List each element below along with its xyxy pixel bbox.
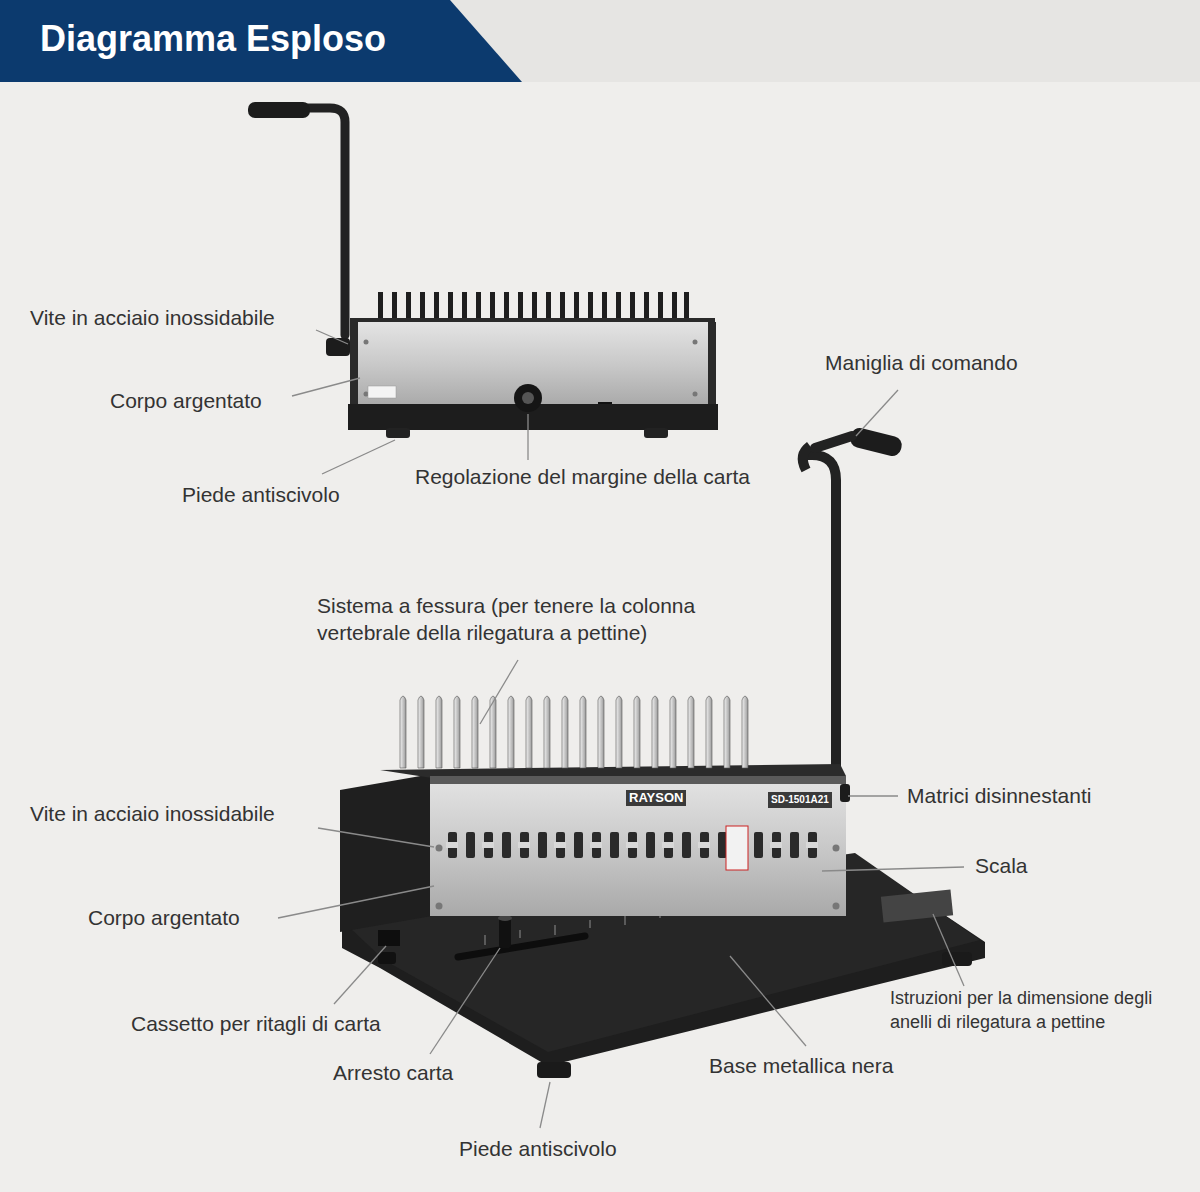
part-label: Arresto carta	[333, 1059, 453, 1086]
part-label: Matrici disinnestanti	[907, 782, 1091, 809]
title-banner-text: Diagramma Esploso	[40, 18, 386, 60]
part-label: Scala	[975, 852, 1028, 879]
part-label: Regolazione del margine della carta	[415, 463, 750, 490]
part-label: Vite in acciaio inossidabile	[30, 304, 275, 331]
part-label: Vite in acciaio inossidabile	[30, 800, 275, 827]
part-label: Cassetto per ritagli di carta	[131, 1010, 381, 1037]
brand-plate-text: SD-1501A21	[768, 792, 832, 808]
part-label: Maniglia di comando	[825, 349, 1018, 376]
part-label: Corpo argentato	[110, 387, 262, 414]
part-label: Corpo argentato	[88, 904, 240, 931]
part-label: Istruzioni per la dimensione degli anell…	[890, 986, 1192, 1034]
part-label: Piede antiscivolo	[459, 1135, 617, 1162]
part-label: Piede antiscivolo	[182, 481, 340, 508]
brand-plate-text: RAYSON	[626, 790, 686, 806]
part-label: Sistema a fessura (per tenere la colonna…	[317, 592, 767, 646]
part-label: Base metallica nera	[709, 1052, 893, 1079]
